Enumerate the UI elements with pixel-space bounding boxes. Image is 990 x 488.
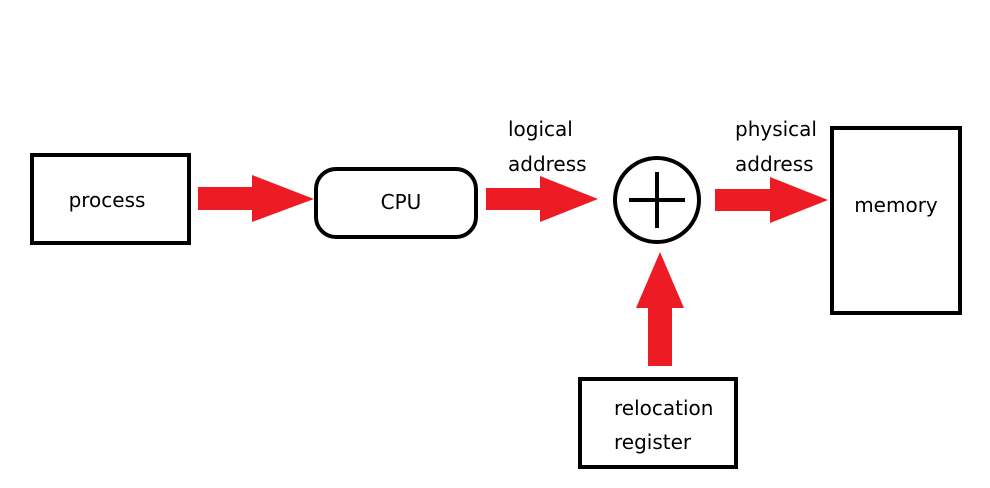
physical-address-line2: address — [735, 152, 814, 176]
memory-box — [830, 126, 962, 315]
process-box — [30, 153, 191, 245]
cpu-box — [314, 167, 478, 239]
cpu-label: CPU — [381, 190, 422, 214]
logical-address-label: logical address — [508, 117, 587, 176]
relocation-register-line2: register — [614, 430, 692, 454]
process-label: process — [69, 188, 146, 212]
cpu-node: CPU — [314, 167, 478, 239]
physical-address-line1: physical — [735, 117, 817, 141]
process-node: process — [30, 153, 191, 245]
physical-address-label: physical address — [735, 117, 817, 176]
logical-address-line1: logical — [508, 117, 573, 141]
arrow-adder-to-memory — [715, 177, 828, 223]
arrow-register-to-adder — [636, 252, 684, 366]
arrow-cpu-to-adder — [486, 176, 598, 222]
adder-node — [613, 156, 701, 244]
logical-address-line2: address — [508, 152, 587, 176]
memory-node: memory — [830, 126, 962, 315]
relocation-register-line1: relocation — [614, 396, 713, 420]
arrow-process-to-cpu — [198, 175, 314, 222]
relocation-register-box — [578, 377, 738, 469]
relocation-register-node: relocation register — [578, 377, 738, 469]
memory-label: memory — [854, 193, 938, 217]
